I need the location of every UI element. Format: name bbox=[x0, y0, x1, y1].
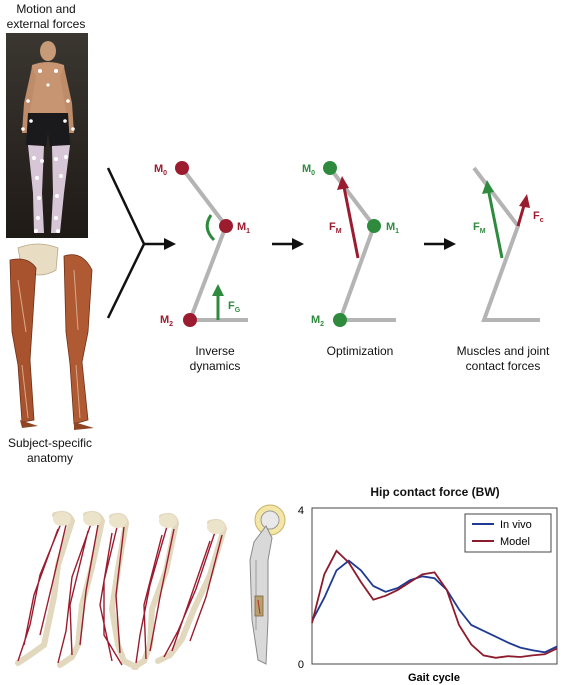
label-subscript: M bbox=[335, 228, 342, 236]
chart-legend: In vivo Model bbox=[464, 513, 552, 553]
leg-model-2 bbox=[57, 510, 106, 668]
hip-implant-illustration bbox=[238, 500, 298, 675]
leg-model-1 bbox=[15, 510, 76, 666]
inverse-caption-line2: dynamics bbox=[189, 359, 241, 373]
label-letter: F bbox=[473, 221, 480, 233]
series-line-model bbox=[311, 549, 558, 659]
muscles-caption-line1: Muscles and joint bbox=[456, 344, 550, 358]
leg-model-5 bbox=[155, 518, 228, 664]
arrow-to-muscles bbox=[424, 238, 456, 250]
label-letter: M bbox=[311, 314, 321, 326]
label-letter: M bbox=[386, 221, 396, 233]
label-subscript: 2 bbox=[320, 321, 325, 329]
label-subscript: 1 bbox=[395, 228, 400, 236]
optimization-caption: Optimization bbox=[310, 344, 410, 359]
arrow-to-optimization bbox=[272, 238, 304, 250]
label-letter: M bbox=[237, 221, 247, 233]
motion-caption-line1: Motion and bbox=[16, 2, 76, 16]
joint-m0-marker bbox=[175, 161, 189, 175]
inverse-dynamics-skeleton bbox=[175, 161, 248, 327]
inverse-dynamics-caption: Inverse dynamics bbox=[175, 344, 255, 374]
label-letter: M bbox=[160, 314, 170, 326]
label-subscript: 2 bbox=[169, 321, 174, 329]
label-subscript: 0 bbox=[311, 170, 316, 178]
motion-capture-photo bbox=[6, 33, 88, 238]
label-letter: M bbox=[302, 163, 312, 175]
label-subscript: c bbox=[539, 217, 544, 225]
label-m1-optimization: M1 bbox=[386, 221, 399, 235]
joint-m2-marker bbox=[183, 313, 197, 327]
pipeline-diagram bbox=[106, 161, 540, 327]
merge-connector bbox=[106, 167, 176, 319]
leg-model-4 bbox=[131, 512, 180, 670]
y-tick-0: 0 bbox=[298, 659, 304, 671]
y-tick-4: 4 bbox=[298, 505, 304, 517]
subject-figure bbox=[21, 41, 75, 233]
label-subscript: M bbox=[479, 228, 486, 236]
muscles-caption-line2: contact forces bbox=[465, 359, 541, 373]
legend-label-model: Model bbox=[500, 536, 530, 548]
chart-xlabel: Gait cycle bbox=[408, 672, 460, 684]
hip-force-chart: 4 0 In vivo Model Gait cycle bbox=[298, 505, 558, 684]
inverse-caption-line1: Inverse bbox=[195, 344, 235, 358]
label-m2-inverse: M2 bbox=[160, 314, 173, 328]
anatomy-illustration bbox=[0, 240, 105, 432]
label-letter: F bbox=[329, 221, 336, 233]
legend-label-invivo: In vivo bbox=[500, 519, 532, 531]
muscles-caption: Muscles and joint contact forces bbox=[448, 344, 558, 374]
label-m0-optimization: M0 bbox=[302, 163, 315, 177]
anatomy-caption: Subject-specific anatomy bbox=[0, 436, 100, 466]
chart-title: Hip contact force (BW) bbox=[370, 485, 500, 499]
label-m2-optimization: M2 bbox=[311, 314, 324, 328]
series-line-invivo bbox=[311, 559, 558, 654]
anatomy-caption-line1: Subject-specific bbox=[7, 436, 93, 450]
optimization-caption-text: Optimization bbox=[326, 344, 394, 358]
label-subscript: 1 bbox=[246, 228, 251, 236]
label-letter: F bbox=[228, 300, 235, 312]
label-fg: FG bbox=[228, 300, 240, 314]
chart-frame bbox=[311, 507, 558, 665]
label-fm-optimization: FM bbox=[329, 221, 342, 235]
label-letter: F bbox=[533, 210, 540, 222]
label-fc-muscles: Fc bbox=[533, 210, 544, 224]
motion-caption: Motion and external forces bbox=[6, 2, 86, 32]
leg-model-3 bbox=[99, 512, 139, 670]
label-m0-inverse: M0 bbox=[154, 163, 167, 177]
label-fm-muscles: FM bbox=[473, 221, 486, 235]
optimization-skeleton bbox=[323, 161, 396, 327]
anatomy-caption-line2: anatomy bbox=[26, 451, 74, 465]
muscle-force-skeleton bbox=[472, 166, 540, 322]
label-letter: M bbox=[154, 163, 164, 175]
motion-caption-line2: external forces bbox=[6, 17, 86, 31]
label-m1-inverse: M1 bbox=[237, 221, 250, 235]
label-subscript: 0 bbox=[163, 170, 168, 178]
label-subscript: G bbox=[234, 307, 241, 315]
joint-m1-marker bbox=[219, 219, 233, 233]
gait-model-sequence bbox=[0, 505, 245, 675]
